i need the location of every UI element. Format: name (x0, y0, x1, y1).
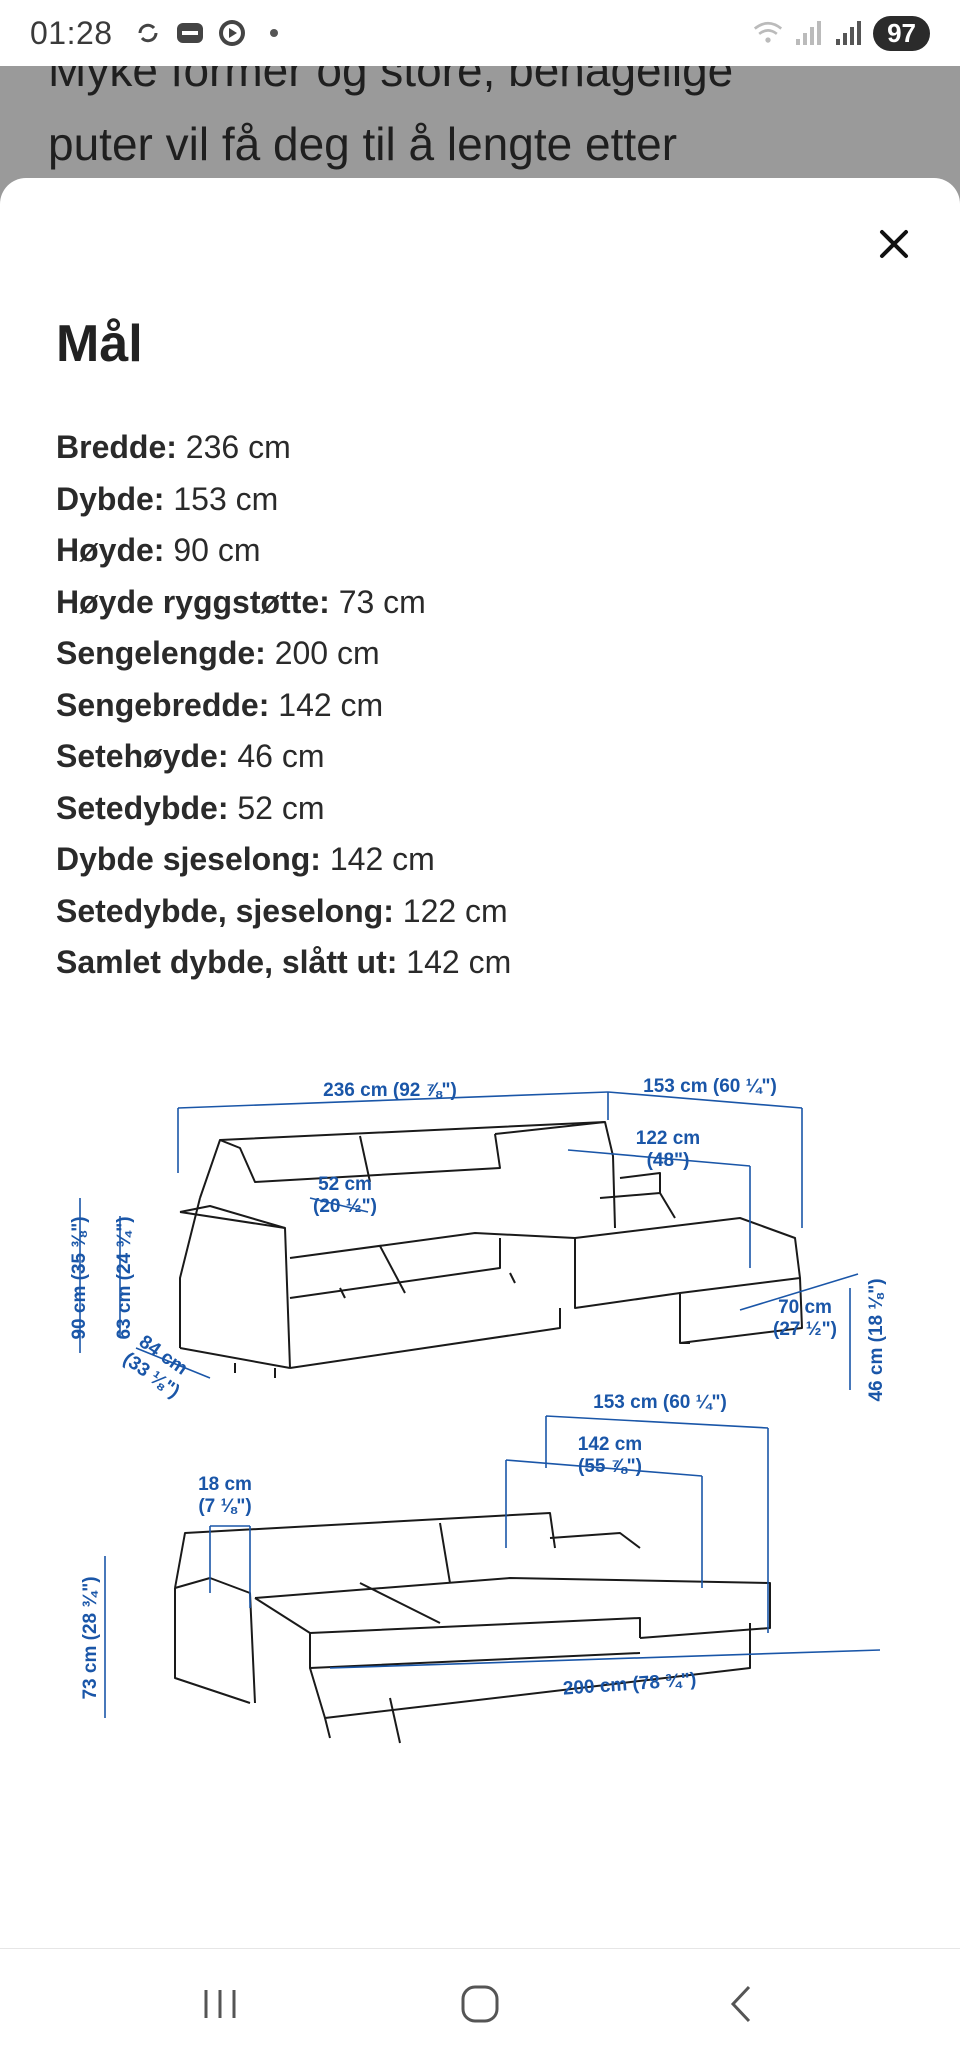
dimensions-sheet: Mål Bredde: 236 cm Dybde: 153 cm Høyde: … (0, 178, 960, 1948)
dimension-row: Samlet dybde, slått ut: 142 cm (56, 937, 511, 989)
bed-width-label: (55 ⅞") (578, 1456, 642, 1477)
home-icon (461, 1985, 499, 2023)
dimension-label: Dybde sjeselong: (56, 841, 321, 877)
height-label: 90 cm (35 ⅜") (69, 1216, 90, 1339)
seat-depth-label: 52 cm (318, 1174, 372, 1195)
dimension-value: 52 cm (228, 789, 325, 826)
dimension-row: Høyde ryggstøtte: 73 cm (56, 577, 511, 629)
wear-icon (175, 18, 205, 48)
recent-apps-icon (204, 1990, 236, 2018)
dimension-list: Bredde: 236 cm Dybde: 153 cm Høyde: 90 c… (56, 422, 511, 989)
status-icons-left (133, 18, 289, 48)
sheet-title: Mål (56, 315, 143, 373)
recent-apps-button[interactable] (180, 1974, 260, 2034)
chaise-seat-depth-label: 122 cm (636, 1128, 700, 1149)
dimension-value: 90 cm (164, 532, 261, 568)
back-button[interactable] (700, 1974, 780, 2034)
seat-height-label: 46 cm (18 ⅛") (866, 1278, 887, 1401)
dimension-label: Bredde: (56, 429, 177, 465)
dimension-value: 46 cm (228, 738, 325, 774)
width-label: 236 cm (92 ⅞") (323, 1080, 457, 1101)
dimension-row: Sengebredde: 142 cm (56, 680, 511, 732)
chaise-width-label: (27 ½") (773, 1319, 837, 1340)
bed-width-label: 142 cm (578, 1434, 642, 1455)
dimension-row: Setedybde, sjeselong: 122 cm (56, 886, 511, 938)
back-height-label: 63 cm (24 ¾") (114, 1216, 135, 1339)
navigation-bar (0, 1948, 960, 2059)
status-icons-right: 97 (753, 15, 930, 51)
dimension-row: Sengelengde: 200 cm (56, 628, 511, 680)
close-button[interactable] (870, 220, 918, 268)
dimension-value: 200 cm (265, 635, 380, 671)
dimension-label: Høyde ryggstøtte: (56, 583, 330, 620)
dimension-value: 122 cm (393, 892, 508, 929)
bed-height-label: 73 cm (28 ¾") (80, 1576, 101, 1699)
dimension-value: 153 cm (164, 480, 279, 517)
status-bar: 01:28 97 (0, 0, 960, 66)
dimension-label: Setedybde, sjeselong: (56, 892, 394, 929)
dimension-value: 73 cm (329, 583, 426, 620)
dimension-value: 142 cm (320, 841, 435, 877)
seat-depth-label: (20 ½") (313, 1196, 377, 1217)
dimension-row: Setehøyde: 46 cm (56, 731, 511, 783)
bed-length-label: 200 cm (78 ¾") (562, 1669, 697, 1699)
dimension-row: Høyde: 90 cm (56, 525, 511, 577)
dimension-label: Sengelengde: (56, 635, 266, 671)
dimension-label: Sengebredde: (56, 686, 270, 723)
dimension-label: Høyde: (56, 532, 165, 568)
back-icon (730, 1985, 751, 2023)
arm-width-label: 18 cm (198, 1474, 252, 1495)
dimension-value: 236 cm (176, 429, 291, 465)
dimension-label: Dybde: (56, 480, 165, 517)
dimension-row: Dybde sjeselong: 142 cm (56, 834, 511, 886)
dimension-label: Setehøyde: (56, 738, 229, 774)
depth-label: 153 cm (60 ¼") (643, 1078, 777, 1097)
wifi-icon (753, 18, 783, 48)
sync-icon (133, 18, 163, 48)
chaise-seat-depth-label: (48") (647, 1150, 690, 1171)
dimension-row: Setedybde: 52 cm (56, 783, 511, 835)
bed-depth-label: 153 cm (60 ¼") (593, 1392, 727, 1413)
dimension-row: Bredde: 236 cm (56, 422, 511, 474)
dimension-label: Setedybde: (56, 789, 229, 826)
play-icon (217, 18, 247, 48)
status-time: 01:28 (30, 14, 113, 51)
dimension-value: 142 cm (397, 944, 512, 980)
battery-indicator: 97 (873, 15, 930, 51)
background-text-line-2: puter vil få deg til å lengte etter (48, 118, 678, 170)
chaise-width-label: 70 cm (778, 1297, 832, 1318)
sofa-dimension-drawing: 236 cm (92 ⅞") 153 cm (60 ¼") 122 cm (48… (69, 1078, 887, 1744)
dimension-value: 142 cm (269, 686, 384, 723)
dot-icon (259, 18, 289, 48)
close-icon (880, 230, 908, 258)
dimension-row: Dybde: 153 cm (56, 474, 511, 526)
dimension-label: Samlet dybde, slått ut: (56, 944, 398, 980)
signal-icon (793, 18, 823, 48)
home-button[interactable] (440, 1974, 520, 2034)
signal-icon (833, 18, 863, 48)
arm-width-label: (7 ⅛") (198, 1496, 251, 1517)
